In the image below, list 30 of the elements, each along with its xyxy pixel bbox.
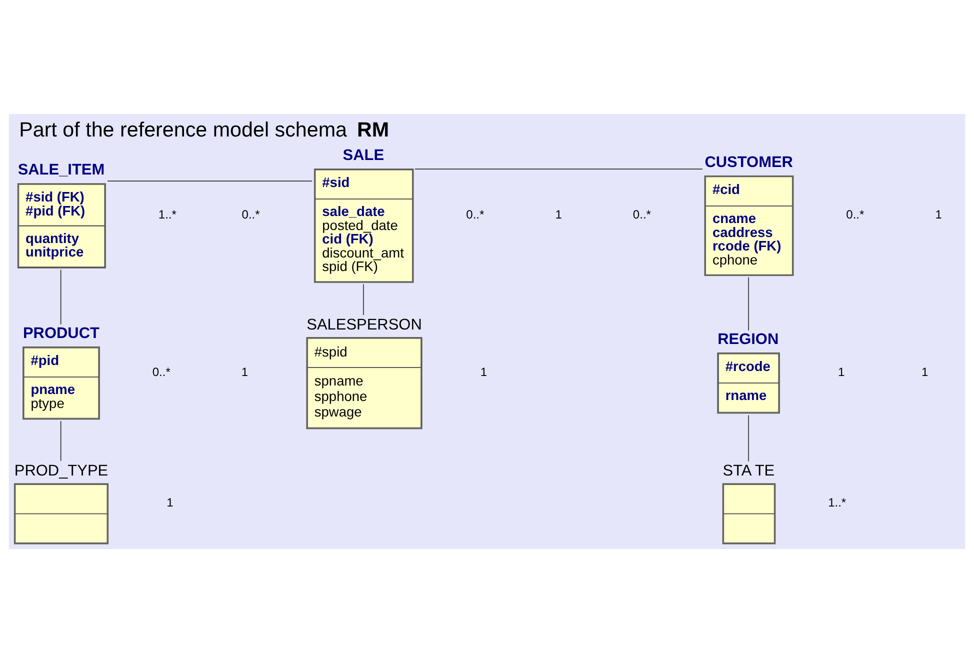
node-label: CUSTOMER	[704, 153, 793, 170]
label: 1	[555, 207, 562, 222]
label: 1	[935, 207, 942, 222]
label: 0..*	[632, 207, 651, 222]
node-label: REGION	[718, 330, 779, 348]
node-label: PRODUCT	[22, 324, 100, 342]
label: 1	[166, 495, 174, 510]
node-label: SALESPERSON	[306, 316, 422, 333]
connector	[107, 180, 313, 181]
connector	[60, 268, 62, 324]
label: 1	[921, 364, 928, 378]
label: 1	[480, 364, 488, 378]
label: 1..*	[828, 495, 846, 510]
label: 0..*	[466, 207, 484, 222]
label: 0..*	[846, 207, 864, 222]
connector	[748, 414, 749, 462]
label: 1	[838, 364, 845, 378]
node-label: SALE_ITEM	[18, 161, 105, 178]
label: 1..*	[158, 207, 176, 222]
node-label: SALE	[342, 146, 384, 164]
label: 1	[241, 364, 248, 378]
label: 0..*	[242, 207, 260, 222]
connector	[414, 168, 703, 169]
connector	[748, 276, 749, 330]
label: 0..*	[152, 364, 170, 378]
node-label: STA TE	[722, 462, 775, 479]
diagram-title: Part of the reference model schema RM	[19, 118, 390, 142]
node-label: PROD_TYPE	[14, 462, 108, 479]
connector	[363, 283, 364, 315]
connector	[60, 420, 62, 461]
